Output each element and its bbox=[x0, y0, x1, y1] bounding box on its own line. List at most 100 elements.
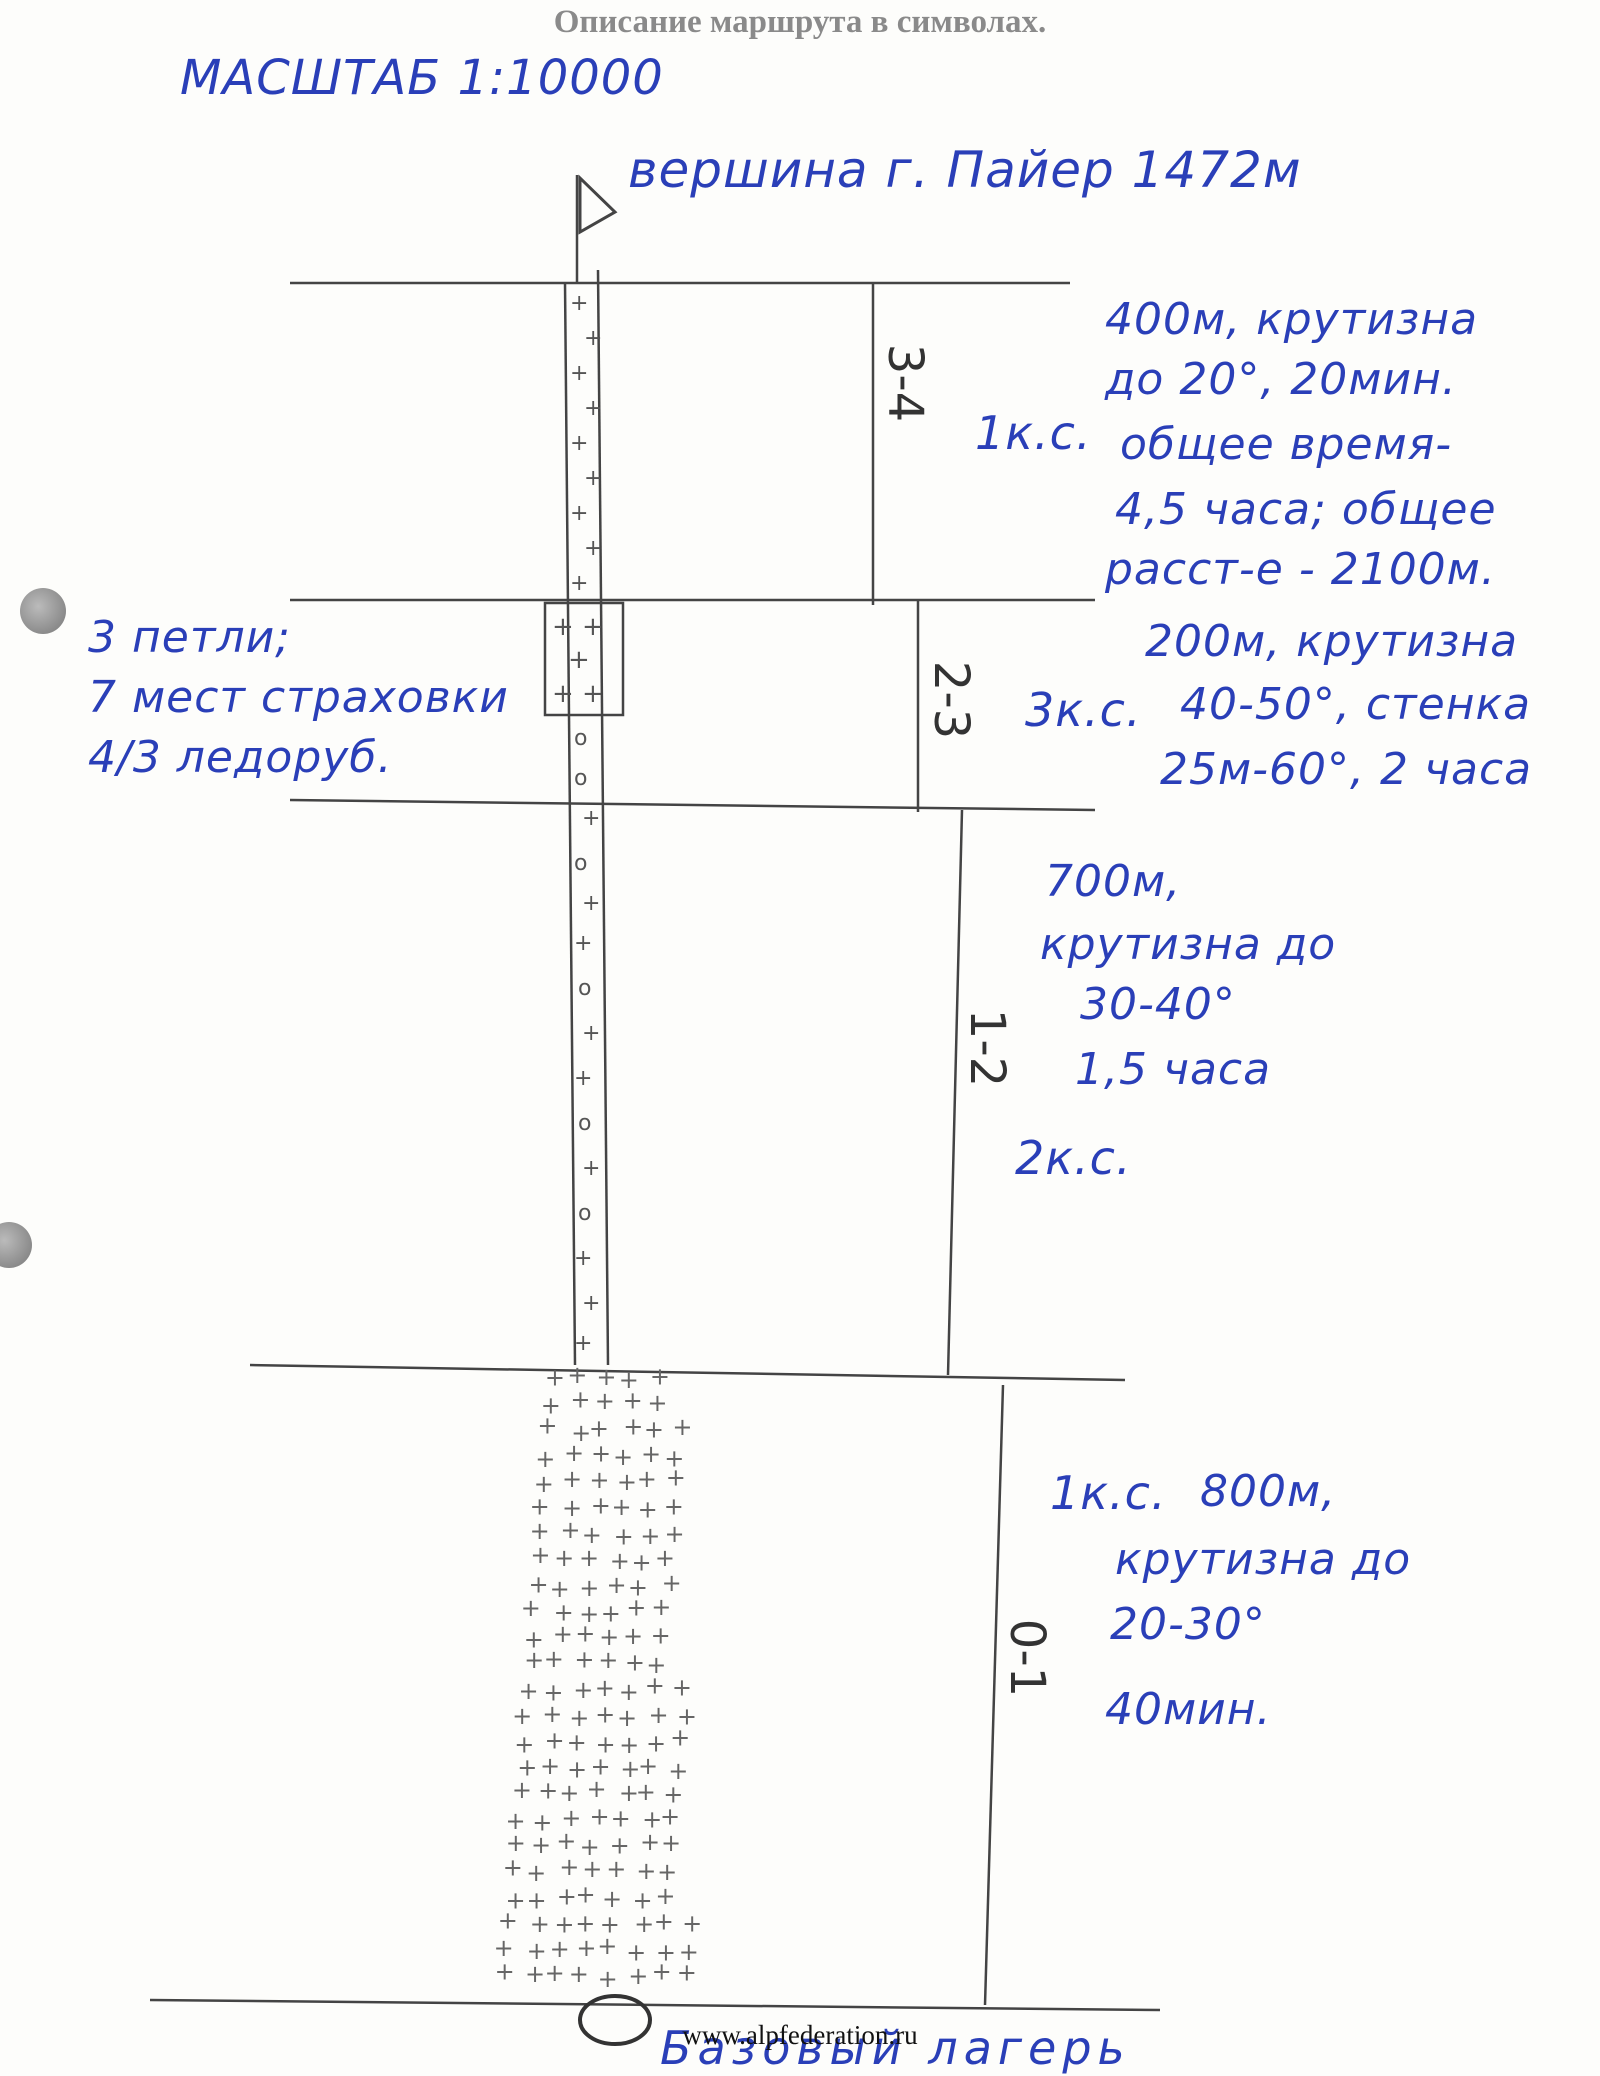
rock-o-symbol: o bbox=[574, 726, 587, 751]
scree-cross-symbol: + bbox=[611, 1804, 631, 1832]
scree-cross-symbol: + bbox=[596, 1730, 616, 1758]
wall-box bbox=[543, 601, 625, 717]
scree-cross-symbol: + bbox=[626, 1938, 646, 1966]
scree-cross-symbol: + bbox=[554, 1599, 574, 1627]
segment-desc-3-4-line-3: общее время- bbox=[1120, 419, 1453, 470]
scree-cross-symbol: + bbox=[574, 1066, 592, 1091]
segment-desc-3-4-line-4: 4,5 часа; общее bbox=[1115, 484, 1497, 535]
scale-label: МАСШТАБ 1:10000 bbox=[180, 50, 664, 106]
scree-cross-symbol: + bbox=[619, 1366, 639, 1394]
scree-cross-symbol: + bbox=[543, 1678, 563, 1706]
scree-cross-symbol: + bbox=[550, 1575, 570, 1603]
scree-cross-symbol: + bbox=[626, 1593, 646, 1621]
scree-cross-symbol: + bbox=[506, 1807, 526, 1835]
scree-cross-symbol: + bbox=[538, 1776, 558, 1804]
scree-cross-symbol: + bbox=[633, 1887, 653, 1915]
scree-cross-symbol: + bbox=[519, 1677, 539, 1705]
scree-cross-symbol: + bbox=[619, 1731, 639, 1759]
scree-cross-symbol: + bbox=[575, 1619, 595, 1647]
scree-cross-symbol: + bbox=[557, 1882, 577, 1910]
scree-cross-symbol: + bbox=[610, 1547, 630, 1575]
scree-cross-symbol: + bbox=[540, 1752, 560, 1780]
scree-cross-symbol: + bbox=[575, 1910, 595, 1938]
scree-cross-symbol: + bbox=[584, 326, 602, 351]
segment-desc-1-2-line-3: 30-40° bbox=[1080, 979, 1236, 1030]
scree-cross-symbol: + bbox=[665, 1520, 685, 1548]
scree-cross-symbol: + bbox=[582, 806, 600, 831]
scree-cross-symbol: + bbox=[625, 1648, 645, 1676]
scree-cross-symbol: + bbox=[570, 571, 588, 596]
scree-cross-symbol: + bbox=[574, 1646, 594, 1674]
segment-desc-2-3-line-2: 40-50°, стенка bbox=[1180, 679, 1532, 730]
scree-cross-symbol: + bbox=[567, 1729, 587, 1757]
scree-cross-symbol: + bbox=[568, 645, 590, 675]
scree-cross-symbol: + bbox=[595, 1387, 615, 1415]
scree-cross-symbol: + bbox=[494, 1934, 514, 1962]
scree-cross-symbol: + bbox=[567, 1755, 587, 1783]
scree-cross-symbol: + bbox=[570, 1386, 590, 1414]
segment-desc-0-1-line-3: 20-30° bbox=[1110, 1599, 1266, 1650]
scree-cross-symbol: + bbox=[570, 431, 588, 456]
segment-desc-3-4-line-1: 400м, крутизна bbox=[1105, 294, 1479, 345]
belay-note-line-1: 3 петли; bbox=[88, 612, 291, 663]
segment-desc-2-3-line-1: 200м, крутизна bbox=[1145, 616, 1519, 667]
scree-cross-symbol: + bbox=[598, 1646, 618, 1674]
scree-cross-symbol: + bbox=[534, 1470, 554, 1498]
segment-desc-0-1-line-2: крутизна до bbox=[1115, 1534, 1412, 1585]
scree-cross-symbol: + bbox=[582, 1156, 600, 1181]
scree-cross-symbol: + bbox=[524, 1646, 544, 1674]
segment-desc-1-2-line-1: 700м, bbox=[1045, 856, 1182, 907]
segment-grade-3-4: 1к.с. bbox=[975, 406, 1092, 460]
scree-cross-symbol: + bbox=[562, 1465, 582, 1493]
scree-cross-symbol: + bbox=[597, 1932, 617, 1960]
segment-id-3-4: 3-4 bbox=[877, 343, 934, 423]
scree-cross-symbol: + bbox=[527, 1937, 547, 1965]
scree-cross-symbol: + bbox=[636, 1778, 656, 1806]
scree-cross-symbol: + bbox=[672, 1673, 692, 1701]
scree-cross-symbol: + bbox=[660, 1802, 680, 1830]
rock-o-symbol: o bbox=[574, 851, 587, 876]
scree-cross-symbol: + bbox=[610, 1831, 630, 1859]
scree-cross-symbol: + bbox=[573, 1676, 593, 1704]
scree-cross-symbol: + bbox=[657, 1858, 677, 1886]
route-edge-right bbox=[596, 269, 610, 1366]
segment-id-1-2: 1-2 bbox=[959, 1008, 1016, 1088]
scree-cross-symbol: + bbox=[598, 1965, 618, 1993]
scree-cross-symbol: + bbox=[554, 1544, 574, 1572]
scree-cross-symbol: + bbox=[545, 1726, 565, 1754]
scree-cross-symbol: + bbox=[584, 396, 602, 421]
scree-cross-symbol: + bbox=[595, 1674, 615, 1702]
scree-cross-symbol: + bbox=[584, 536, 602, 561]
scree-cross-symbol: + bbox=[600, 1911, 620, 1939]
scree-cross-symbol: + bbox=[537, 1411, 557, 1439]
scree-cross-symbol: + bbox=[650, 1362, 670, 1390]
scree-cross-symbol: + bbox=[589, 1466, 609, 1494]
scree-cross-symbol: + bbox=[623, 1413, 643, 1441]
scree-cross-symbol: + bbox=[617, 1704, 637, 1732]
scree-cross-symbol: + bbox=[628, 1573, 648, 1601]
scree-cross-symbol: + bbox=[596, 1363, 616, 1391]
rock-o-symbol: o bbox=[578, 1111, 591, 1136]
scree-cross-symbol: + bbox=[607, 1571, 627, 1599]
scree-cross-symbol: + bbox=[666, 1464, 686, 1492]
scree-cross-symbol: + bbox=[562, 1494, 582, 1522]
scree-cross-symbol: + bbox=[506, 1829, 526, 1857]
boundary-line-0 bbox=[149, 1998, 1161, 2012]
scree-cross-symbol: + bbox=[564, 1439, 584, 1467]
scree-cross-symbol: + bbox=[498, 1906, 518, 1934]
scree-cross-symbol: + bbox=[602, 1885, 622, 1913]
scree-cross-symbol: + bbox=[655, 1882, 675, 1910]
scree-cross-symbol: + bbox=[640, 1522, 660, 1550]
scree-cross-symbol: + bbox=[682, 1910, 702, 1938]
scree-cross-symbol: + bbox=[672, 1413, 692, 1441]
scree-cross-symbol: + bbox=[579, 1544, 599, 1572]
scree-cross-symbol: + bbox=[530, 1541, 550, 1569]
belay-note-line-3: 4/3 ледоруб. bbox=[88, 732, 393, 783]
scree-cross-symbol: + bbox=[514, 1731, 534, 1759]
scree-cross-symbol: + bbox=[517, 1753, 537, 1781]
scree-cross-symbol: + bbox=[656, 1938, 676, 1966]
scree-cross-symbol: + bbox=[545, 1364, 565, 1392]
scree-cross-symbol: + bbox=[617, 1468, 637, 1496]
scree-cross-symbol: + bbox=[636, 1857, 656, 1885]
scree-cross-symbol: + bbox=[576, 1881, 596, 1909]
